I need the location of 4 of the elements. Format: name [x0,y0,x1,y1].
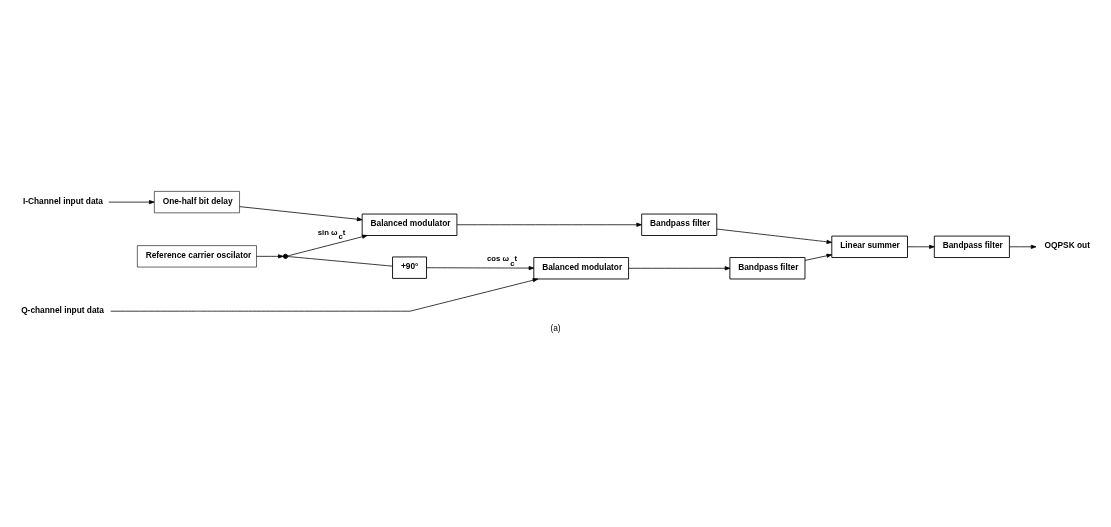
node-text: I-Channel input data [22,195,103,206]
caption: (a) [550,322,561,333]
node-text: OQPSK out [1044,240,1090,251]
node-text: Q-channel input data [21,304,104,315]
